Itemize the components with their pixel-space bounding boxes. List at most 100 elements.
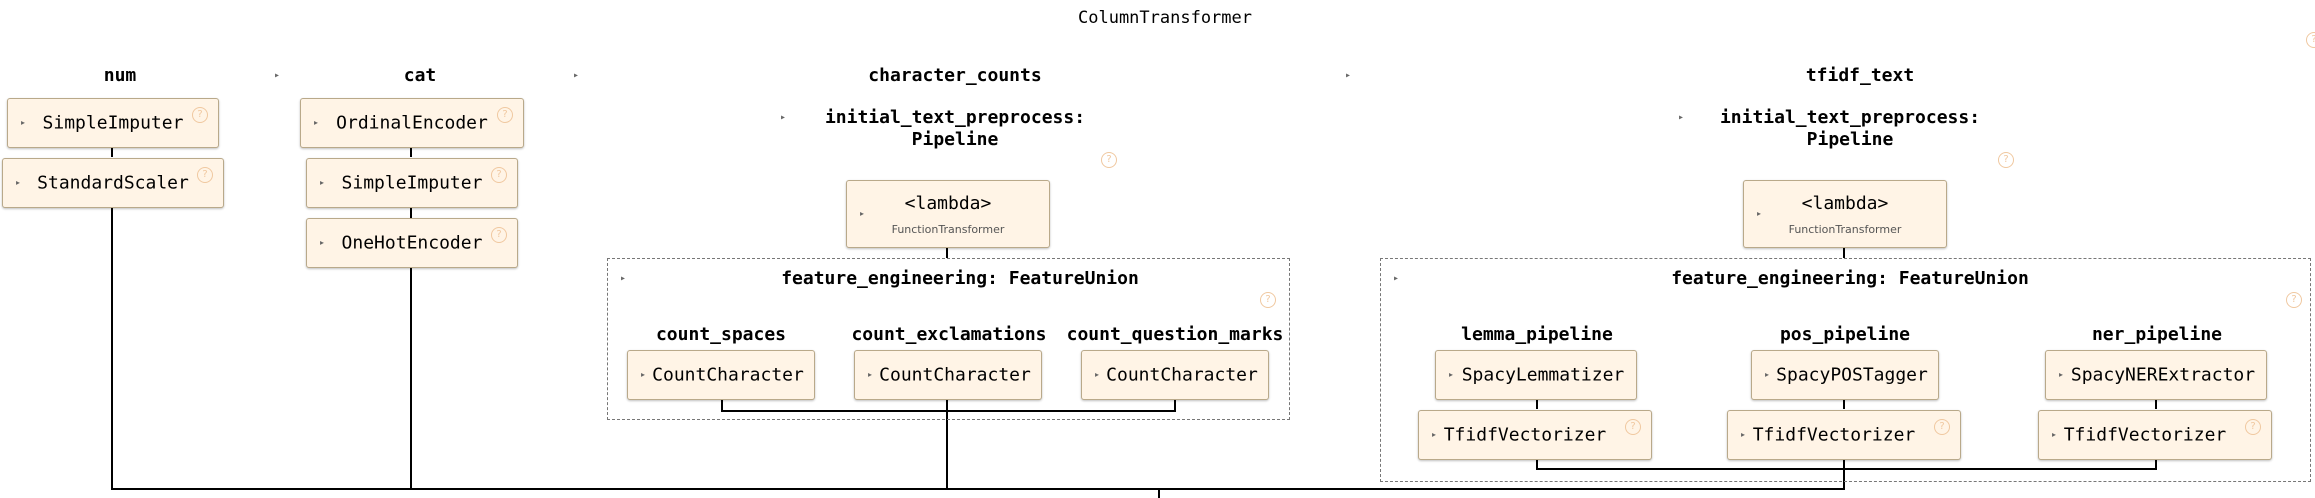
expand-icon[interactable]: ▸ <box>1431 429 1438 441</box>
character-counts-column-label: character_counts <box>868 65 1042 86</box>
estimator-type: FunctionTransformer <box>891 223 1005 236</box>
help-icon[interactable]: ? <box>491 227 507 243</box>
expand-icon[interactable]: ▸ <box>1740 429 1747 441</box>
estimator-label: CountCharacter <box>1106 364 1258 386</box>
connector <box>1843 460 1845 490</box>
expand-icon[interactable]: ▸ <box>2058 369 2065 381</box>
connector <box>946 392 948 490</box>
estimator-label: CountCharacter <box>879 364 1031 386</box>
expand-icon[interactable]: ▸ <box>319 177 326 189</box>
help-icon[interactable]: ? <box>197 167 213 183</box>
estimator-label: OrdinalEncoder <box>336 112 488 134</box>
connector <box>2155 460 2157 470</box>
help-icon[interactable]: ? <box>497 107 513 123</box>
help-icon[interactable]: ? <box>1934 419 1950 435</box>
connector <box>1843 248 1845 258</box>
expand-icon[interactable]: ▸ <box>620 273 627 284</box>
simple-imputer-estimator[interactable]: ▸ SimpleImputer ? <box>306 158 518 208</box>
expand-icon[interactable]: ▸ <box>780 112 787 123</box>
connector <box>111 208 113 490</box>
one-hot-encoder-estimator[interactable]: ▸ OneHotEncoder ? <box>306 218 518 268</box>
expand-icon[interactable]: ▸ <box>319 237 326 249</box>
feature-union-help-icon[interactable]: ? <box>1260 292 1276 308</box>
branch-label: ner_pipeline <box>2091 324 2223 345</box>
expand-icon[interactable]: ▸ <box>1393 273 1400 284</box>
expand-icon[interactable]: ▸ <box>274 70 281 81</box>
spacy-pos-tagger-estimator[interactable]: ▸ SpacyPOSTagger <box>1751 350 1939 400</box>
pipeline-label: initial_text_preprocess: Pipeline <box>824 107 1086 150</box>
pipeline-help-icon[interactable]: ? <box>1998 152 2014 168</box>
estimator-type: FunctionTransformer <box>1788 223 1902 236</box>
expand-icon[interactable]: ▸ <box>867 369 874 381</box>
connector <box>946 248 948 258</box>
expand-icon[interactable]: ▸ <box>2051 429 2058 441</box>
cat-column-label: cat <box>403 65 437 86</box>
connector <box>721 410 1176 412</box>
connector <box>410 267 412 490</box>
count-character-estimator[interactable]: ▸ CountCharacter <box>627 350 815 400</box>
count-character-estimator[interactable]: ▸ CountCharacter <box>1081 350 1269 400</box>
estimator-label: SpacyPOSTagger <box>1776 364 1928 386</box>
estimator-label: StandardScaler <box>37 172 189 194</box>
help-icon[interactable]: ? <box>491 167 507 183</box>
connector <box>1536 460 1538 470</box>
pipeline-label: initial_text_preprocess: Pipeline <box>1719 107 1981 150</box>
function-transformer-estimator[interactable]: ▸ <lambda> FunctionTransformer <box>846 180 1050 248</box>
expand-icon[interactable]: ▸ <box>640 369 647 381</box>
column-transformer-title: ColumnTransformer <box>1078 8 1252 28</box>
expand-icon[interactable]: ▸ <box>20 117 27 129</box>
tfidf-vectorizer-estimator[interactable]: ▸ TfidfVectorizer ? <box>1727 410 1961 460</box>
estimator-label: SimpleImputer <box>341 172 483 194</box>
feature-union-label: feature_engineering: FeatureUnion <box>1671 268 2029 289</box>
help-icon[interactable]: ? <box>192 107 208 123</box>
expand-icon[interactable]: ▸ <box>573 70 580 81</box>
connector <box>111 488 1845 490</box>
num-column-label: num <box>103 65 137 86</box>
tfidf-vectorizer-estimator[interactable]: ▸ TfidfVectorizer ? <box>1418 410 1652 460</box>
help-icon[interactable]: ? <box>2245 419 2261 435</box>
estimator-label: <lambda> <box>1801 193 1889 214</box>
expand-icon[interactable]: ▸ <box>1448 369 1455 381</box>
connector <box>410 207 412 219</box>
expand-icon[interactable]: ▸ <box>859 208 866 220</box>
expand-icon[interactable]: ▸ <box>1756 208 1763 220</box>
estimator-label: TfidfVectorizer <box>1752 424 1916 446</box>
estimator-label: CountCharacter <box>652 364 804 386</box>
expand-icon[interactable]: ▸ <box>1345 70 1352 81</box>
count-character-estimator[interactable]: ▸ CountCharacter <box>854 350 1042 400</box>
estimator-label: SpacyLemmatizer <box>1461 364 1625 386</box>
spacy-lemmatizer-estimator[interactable]: ▸ SpacyLemmatizer <box>1435 350 1637 400</box>
tfidf-text-column-label: tfidf_text <box>1805 65 1915 86</box>
spacy-ner-extractor-estimator[interactable]: ▸ SpacyNERExtractor <box>2045 350 2267 400</box>
connector <box>721 400 723 412</box>
branch-label: count_exclamations <box>851 324 1047 345</box>
ordinal-encoder-estimator[interactable]: ▸ OrdinalEncoder ? <box>300 98 524 148</box>
connector <box>410 147 412 157</box>
estimator-label: SpacyNERExtractor <box>2070 364 2256 386</box>
standard-scaler-estimator[interactable]: ▸ StandardScaler ? <box>2 158 224 208</box>
connector <box>1536 468 2157 470</box>
help-icon[interactable]: ? <box>1625 419 1641 435</box>
expand-icon[interactable]: ▸ <box>15 177 22 189</box>
estimator-label: TfidfVectorizer <box>2063 424 2227 446</box>
simple-imputer-estimator[interactable]: ▸ SimpleImputer ? <box>7 98 219 148</box>
expand-icon[interactable]: ▸ <box>1094 369 1101 381</box>
expand-icon[interactable]: ▸ <box>1678 112 1685 123</box>
feature-union-container <box>1380 258 2311 482</box>
estimator-label: <lambda> <box>904 193 992 214</box>
estimator-label: SimpleImputer <box>42 112 184 134</box>
branch-label: count_question_marks <box>1066 324 1284 345</box>
connector <box>111 147 113 157</box>
function-transformer-estimator[interactable]: ▸ <lambda> FunctionTransformer <box>1743 180 1947 248</box>
expand-icon[interactable]: ▸ <box>313 117 320 129</box>
feature-union-help-icon[interactable]: ? <box>2286 292 2302 308</box>
expand-icon[interactable]: ▸ <box>1764 369 1771 381</box>
tfidf-vectorizer-estimator[interactable]: ▸ TfidfVectorizer ? <box>2038 410 2272 460</box>
branch-label: pos_pipeline <box>1779 324 1911 345</box>
feature-union-label: feature_engineering: FeatureUnion <box>781 268 1139 289</box>
column-transformer-help-icon[interactable]: ? <box>2306 32 2315 48</box>
pipeline-help-icon[interactable]: ? <box>1101 152 1117 168</box>
connector <box>1158 488 1160 498</box>
branch-label: count_spaces <box>655 324 787 345</box>
branch-label: lemma_pipeline <box>1461 324 1613 345</box>
